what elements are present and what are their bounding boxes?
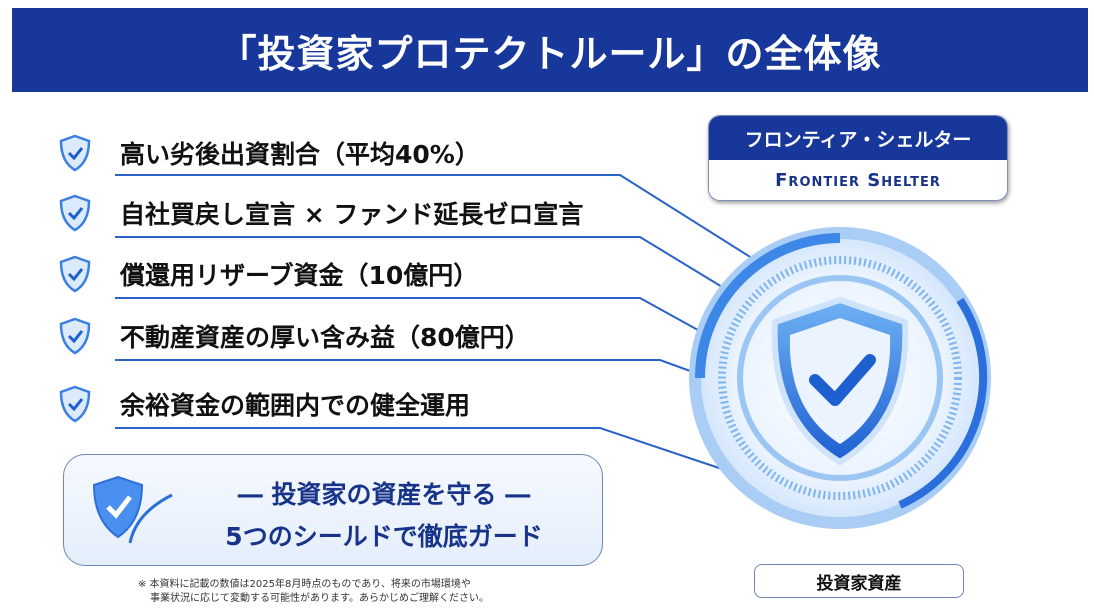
shield-item-2: 自社買戻し宣言 × ファンド延長ゼロ宣言 (58, 194, 583, 232)
shield-item-4: 不動産資産の厚い含み益（80億円） (58, 317, 530, 355)
shield-item-3: 償還用リザーブ資金（10億円） (58, 255, 478, 293)
item-label: 自社買戻し宣言 × ファンド延長ゼロ宣言 (120, 200, 584, 229)
shield-check-icon (59, 317, 91, 355)
brand-box: フロンティア・シェルター Frontier Shelter (708, 115, 1008, 201)
item-label: 高い劣後出資割合（平均40%） (120, 140, 480, 169)
item-label: 償還用リザーブ資金（10億円） (120, 261, 479, 290)
shield-check-icon (92, 475, 173, 544)
item-label: 不動産資産の厚い含み益（80億円） (120, 323, 530, 352)
brand-name-en: Frontier Shelter (709, 160, 1007, 200)
guard-banner: ― 投資家の資産を守る ― 5つのシールドで徹底ガード (63, 454, 603, 566)
note-line-1: ※ 本資料に記載の数値は2025年8月時点のものであり、将来の市場環境や (138, 579, 471, 590)
shield-graphic (689, 227, 991, 529)
item-label: 余裕資金の範囲内での健全運用 (120, 391, 471, 420)
disclaimer-note: ※ 本資料に記載の数値は2025年8月時点のものであり、将来の市場環境や 事業状… (138, 578, 489, 606)
note-line-2: 事業状況に応じて変動する可能性があります。あらかじめご理解ください。 (150, 593, 489, 604)
shield-check-icon (59, 134, 91, 172)
page-title: 「投資家プロテクトルール」の全体像 (12, 8, 1088, 92)
shield-check-icon (59, 385, 91, 423)
shield-check-icon (59, 255, 91, 293)
guard-line-2: 5つのシールドで徹底ガード (225, 522, 543, 551)
brand-name-jp: フロンティア・シェルター (709, 116, 1007, 160)
asset-label: 投資家資産 (754, 564, 964, 598)
guard-line-1: ― 投資家の資産を守る ― (237, 480, 531, 509)
shield-check-icon (59, 194, 91, 232)
shield-item-5: 余裕資金の範囲内での健全運用 (58, 385, 470, 423)
shield-item-1: 高い劣後出資割合（平均40%） (58, 134, 480, 172)
